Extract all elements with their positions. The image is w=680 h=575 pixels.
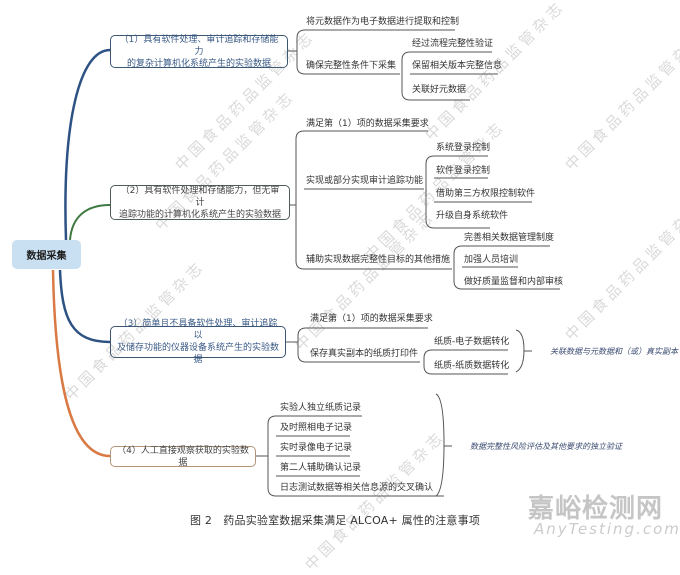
figure-caption: 图 2 药品实验室数据采集满足 ALCOA+ 属性的注意事项 [190, 514, 481, 527]
branch-1-leaf-1[interactable]: 经过流程完整性验证 [412, 39, 494, 49]
branch-3-leaf-2[interactable]: 纸质-纸质数据转化 [434, 361, 510, 371]
branch-2-label-line2: 追踪功能的计算机化系统产生的实验数据 [118, 209, 281, 220]
branch-3-child-2[interactable]: 保存真实副本的纸质打印件 [310, 349, 419, 359]
branch-2-leaf-7[interactable]: 做好质量监督和内部审核 [464, 277, 564, 287]
branch-2-leaf-1[interactable]: 系统登录控制 [436, 143, 491, 153]
root-node[interactable]: 数据采集 [12, 240, 81, 269]
branch-3-label-line1: （3）简单且不具备软件处理、审计追踪以 [118, 319, 278, 341]
branch-2-leaf-4[interactable]: 升级自身系统软件 [436, 211, 509, 221]
connector-lines [51, 29, 560, 497]
branch-4-child-1[interactable]: 实验人独立纸质记录 [280, 403, 362, 413]
branch-3-leaf-1[interactable]: 纸质-电子数据转化 [434, 337, 510, 347]
brand-url: AnyTesting.com [534, 520, 680, 538]
branch-4-child-5[interactable]: 日志测试数据等相关信息源的交叉确认 [280, 483, 434, 493]
branch-4-label: （4）人工直接观察获取的实验数据 [117, 445, 249, 468]
root-label: 数据采集 [26, 251, 67, 262]
branch-2-leaf-5[interactable]: 完善相关数据管理制度 [464, 233, 555, 243]
branch-2-child-1[interactable]: 满足第（1）项的数据采集要求 [306, 119, 429, 129]
branch-2-leaf-2[interactable]: 软件登录控制 [436, 166, 491, 176]
branch-1-label-line2: 的复杂计算机化系统产生的实验数据 [126, 58, 271, 69]
branch-2-curve [69, 204, 111, 241]
branch-4-child-3[interactable]: 实时录像电子记录 [280, 443, 353, 453]
branch-2-leaf-3[interactable]: 借助第三方权限控制软件 [436, 189, 536, 199]
branch-2-child-2[interactable]: 实现或部分实现审计追踪功能 [306, 176, 424, 186]
branch-2-node[interactable]: （2）具有软件处理和存储能力，但无审计 追踪功能的计算机化系统产生的实验数据 [110, 185, 290, 220]
branch-1-node[interactable]: （1）具有软件处理、审计追踪和存储能力 的复杂计算机化系统产生的实验数据 [110, 34, 288, 69]
branch-1-label-line1: （1）具有软件处理、审计追踪和存储能力 [119, 34, 279, 57]
branch-4-child-2[interactable]: 及时照相电子记录 [280, 423, 353, 433]
branch-1-child-2[interactable]: 确保完整性条件下采集 [306, 61, 397, 71]
branch-3-summary: 关联数据与元数据和（或）真实副本 [550, 347, 678, 356]
branch-2-leaf-6[interactable]: 加强人员培训 [464, 255, 519, 265]
brand-logo: 嘉峪检测网 [528, 494, 664, 524]
branch-4-node[interactable]: （4）人工直接观察获取的实验数据 [110, 445, 256, 468]
branch-2-child-3[interactable]: 辅助实现数据完整性目标的其他措施 [306, 255, 451, 265]
branch-1-child-1[interactable]: 将元数据作为电子数据进行提取和控制 [306, 17, 460, 27]
branch-2-label-line1: （2）具有软件处理和存储能力，但无审计 [120, 185, 280, 208]
branch-3-node[interactable]: （3）简单且不具备软件处理、审计追踪以 及储存功能的仪器设备系统产生的实验数据 [110, 319, 286, 365]
branch-1-curve [64, 48, 111, 241]
branch-3-child-1[interactable]: 满足第（1）项的数据采集要求 [310, 314, 433, 324]
branch-4-summary: 数据完整性风险评估及其他要求的独立验证 [470, 442, 622, 451]
branch-1-leaf-2[interactable]: 保留相关版本完整信息 [412, 61, 503, 71]
branch-4-curve [51, 269, 111, 458]
mind-map: 数据采集 （1）具有软件处理、审计追踪和存储能力 的复杂计算机化系统产生的实验数… [12, 0, 680, 574]
branch-1-leaf-3[interactable]: 关联好元数据 [412, 85, 467, 95]
branch-4-child-4[interactable]: 第二人辅助确认记录 [280, 463, 362, 473]
branch-3-label-line2: 及储存功能的仪器设备系统产生的实验数据 [117, 343, 280, 365]
branch-3-curve [58, 269, 111, 344]
